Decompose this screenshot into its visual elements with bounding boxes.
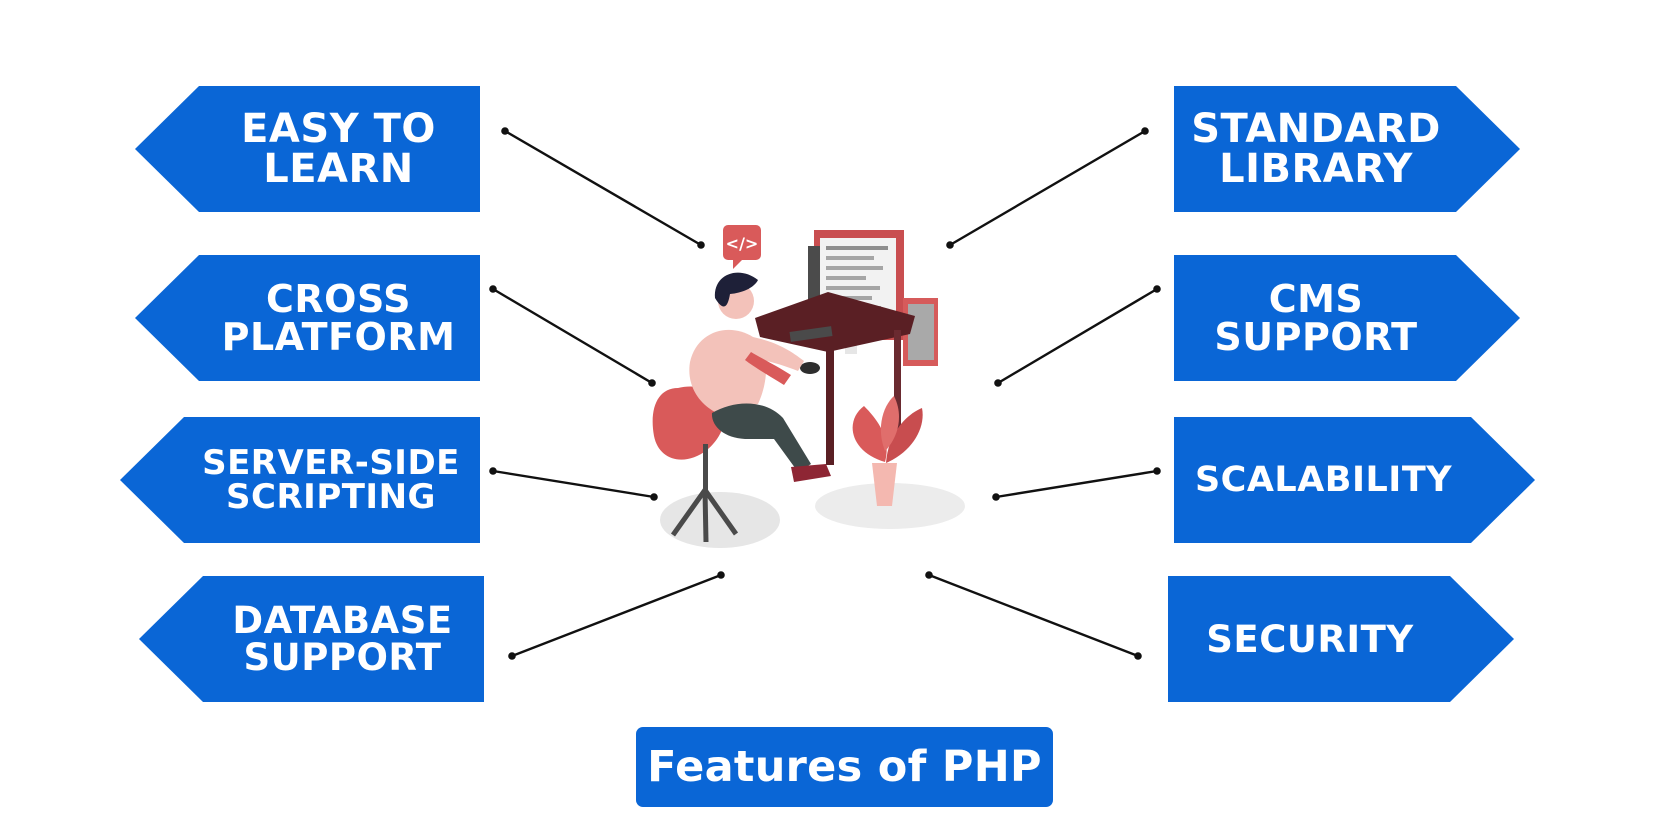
feature-server-side-scripting: SERVER-SIDE SCRIPTING (120, 417, 480, 543)
feature-label-database-support: DATABASE SUPPORT (232, 602, 452, 676)
code-bubble-icon: </> (723, 225, 761, 269)
feature-label-standard-library: STANDARD LIBRARY (1191, 109, 1441, 189)
feature-label-server-side-scripting: SERVER-SIDE SCRIPTING (202, 446, 460, 514)
connector-cms-support (998, 289, 1157, 383)
feature-cross-platform: CROSS PLATFORM (135, 255, 480, 381)
feature-scalability: SCALABILITY (1174, 417, 1535, 543)
feature-label-security: SECURITY (1206, 621, 1413, 658)
diagram-title: Features of PHP (636, 727, 1053, 807)
developer-at-desk-icon: </> (650, 220, 980, 550)
connector-security (929, 575, 1138, 656)
connector-server-side (493, 471, 654, 497)
connector-scalability (996, 471, 1157, 497)
connector-database-support (512, 575, 721, 656)
connector-cross-platform (493, 289, 652, 383)
feature-label-cross-platform: CROSS PLATFORM (222, 280, 456, 356)
feature-database-support: DATABASE SUPPORT (139, 576, 484, 702)
feature-label-scalability: SCALABILITY (1195, 463, 1452, 498)
svg-text:</>: </> (726, 234, 759, 253)
feature-security: SECURITY (1168, 576, 1514, 702)
feature-label-cms-support: CMS SUPPORT (1214, 280, 1417, 356)
feature-standard-library: STANDARD LIBRARY (1174, 86, 1520, 212)
feature-label-easy-to-learn: EASY TO LEARN (241, 109, 436, 189)
feature-easy-to-learn: EASY TO LEARN (135, 86, 480, 212)
feature-cms-support: CMS SUPPORT (1174, 255, 1520, 381)
